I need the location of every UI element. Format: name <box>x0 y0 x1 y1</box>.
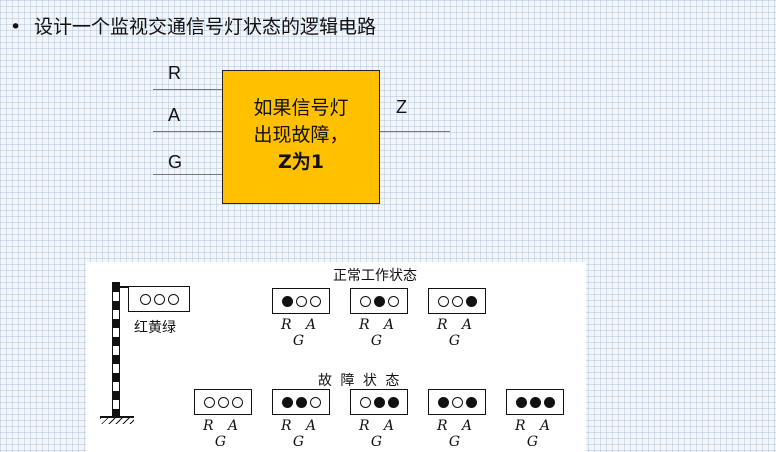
green-lamp-icon <box>388 397 399 408</box>
fault-title: 故 障 状 态 <box>318 370 401 390</box>
amber-lamp-icon <box>296 296 307 307</box>
block-line-2: 出现故障， <box>223 122 379 149</box>
normal-state-label: R A G <box>425 317 489 349</box>
signal-head <box>128 286 190 312</box>
red-lamp-icon <box>438 397 449 408</box>
fault-state-label: R A G <box>191 418 255 450</box>
green-lamp-icon <box>466 296 477 307</box>
fault-state-3 <box>350 389 408 415</box>
lamp-icon <box>154 294 165 305</box>
lamp-icon <box>140 294 151 305</box>
output-wire-z <box>380 131 450 132</box>
red-lamp-icon <box>282 296 293 307</box>
green-lamp-icon <box>544 397 555 408</box>
fault-state-2 <box>272 389 330 415</box>
block-line-1: 如果信号灯 <box>223 95 379 122</box>
green-lamp-icon <box>310 397 321 408</box>
signal-head-label: 红黄绿 <box>134 317 176 337</box>
red-lamp-icon <box>282 397 293 408</box>
fault-state-label: R A G <box>503 418 567 450</box>
normal-state-label: R A G <box>347 317 411 349</box>
green-lamp-icon <box>466 397 477 408</box>
red-lamp-icon <box>516 397 527 408</box>
output-label-z: Z <box>396 97 407 118</box>
input-label-a: A <box>168 105 180 126</box>
amber-lamp-icon <box>296 397 307 408</box>
input-label-g: G <box>168 152 182 173</box>
amber-lamp-icon <box>218 397 229 408</box>
normal-state-2 <box>350 288 408 314</box>
red-lamp-icon <box>204 397 215 408</box>
input-label-r: R <box>168 63 181 84</box>
normal-title: 正常工作状态 <box>333 265 417 285</box>
input-wire-r <box>153 89 222 90</box>
red-lamp-icon <box>438 296 449 307</box>
red-lamp-icon <box>360 397 371 408</box>
fault-state-5 <box>506 389 564 415</box>
amber-lamp-icon <box>530 397 541 408</box>
fault-state-4 <box>428 389 486 415</box>
normal-state-label: R A G <box>269 317 333 349</box>
bullet-text: 设计一个监视交通信号灯状态的逻辑电路 <box>34 16 376 38</box>
amber-lamp-icon <box>452 296 463 307</box>
amber-lamp-icon <box>374 397 385 408</box>
input-wire-a <box>153 131 222 132</box>
normal-state-1 <box>272 288 330 314</box>
ground-hatch <box>100 418 134 424</box>
green-lamp-icon <box>388 296 399 307</box>
fault-state-label: R A G <box>425 418 489 450</box>
block-line-3: Z为1 <box>223 149 379 176</box>
green-lamp-icon <box>310 296 321 307</box>
bullet-dot: • <box>10 16 34 38</box>
logic-block: 如果信号灯 出现故障， Z为1 <box>222 70 380 204</box>
bullet-line: •设计一个监视交通信号灯状态的逻辑电路 <box>10 12 376 39</box>
input-wire-g <box>153 174 222 175</box>
green-lamp-icon <box>232 397 243 408</box>
fault-state-label: R A G <box>347 418 411 450</box>
amber-lamp-icon <box>452 397 463 408</box>
lamp-icon <box>168 294 179 305</box>
normal-state-3 <box>428 288 486 314</box>
fault-state-label: R A G <box>269 418 333 450</box>
signal-pole <box>112 282 120 416</box>
red-lamp-icon <box>360 296 371 307</box>
fault-state-1 <box>194 389 252 415</box>
amber-lamp-icon <box>374 296 385 307</box>
